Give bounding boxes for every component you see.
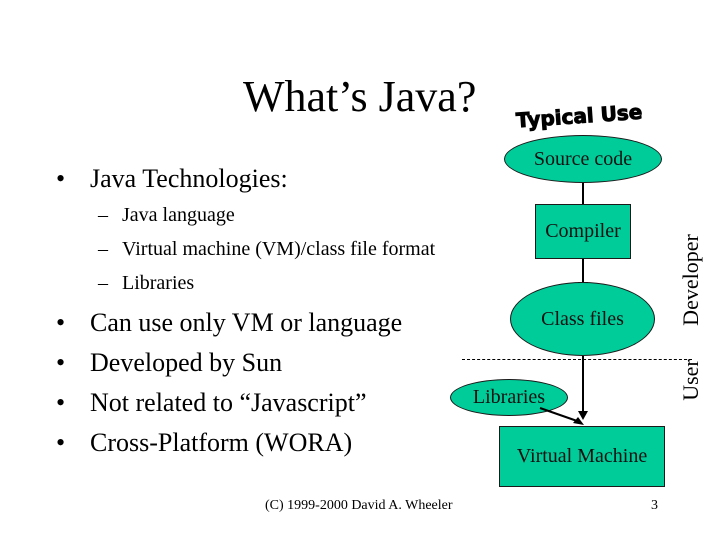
user-label: User bbox=[678, 359, 703, 401]
node-label: Compiler bbox=[545, 220, 621, 242]
bullet-java-technologies: • Java Technologies: bbox=[56, 164, 288, 194]
bullet-marker: • bbox=[56, 388, 66, 417]
bullet-not-javascript: • Not related to “Javascript” bbox=[56, 388, 367, 418]
class-files-node: Class files bbox=[510, 282, 655, 356]
developer-label: Developer bbox=[678, 234, 703, 326]
compiler-node: Compiler bbox=[535, 204, 631, 259]
sub-bullet-marker: – bbox=[98, 204, 108, 226]
sub-bullet-java-language: –Java language bbox=[98, 203, 235, 227]
sub-bullet-marker: – bbox=[98, 272, 108, 294]
bullet-text: Not related to “Javascript” bbox=[90, 388, 367, 417]
node-label: Source code bbox=[533, 147, 633, 170]
developer-user-divider bbox=[462, 359, 692, 360]
arrow-compiler-to-class-files bbox=[582, 259, 584, 283]
arrowhead-icon bbox=[578, 411, 588, 420]
arrow-class-files-to-vm bbox=[582, 356, 584, 418]
bullet-marker: • bbox=[56, 308, 66, 337]
arrow-source-to-compiler bbox=[582, 183, 584, 206]
node-label: Libraries bbox=[472, 386, 546, 408]
arrow-libraries-to-vm bbox=[539, 407, 584, 425]
sub-bullet-virtual-machine: –Virtual machine (VM)/class file format bbox=[98, 237, 435, 261]
sub-bullet-text: Virtual machine (VM)/class file format bbox=[122, 238, 436, 260]
bullet-text: Can use only VM or language bbox=[90, 308, 403, 337]
node-label: Virtual Machine bbox=[516, 445, 648, 467]
bullet-text: Cross-Platform (WORA) bbox=[90, 428, 353, 457]
sub-bullet-libraries: –Libraries bbox=[98, 271, 194, 295]
bullet-marker: • bbox=[56, 428, 66, 457]
bullet-text: Developed by Sun bbox=[90, 348, 283, 377]
bullet-text: Java Technologies: bbox=[90, 164, 288, 193]
bullet-marker: • bbox=[56, 348, 66, 377]
page-number: 3 bbox=[651, 498, 658, 513]
virtual-machine-node: Virtual Machine bbox=[499, 426, 665, 487]
node-label: Class files bbox=[541, 307, 624, 330]
bullet-cross-platform: • Cross-Platform (WORA) bbox=[56, 428, 352, 458]
sub-bullet-text: Libraries bbox=[122, 272, 195, 294]
bullet-marker: • bbox=[56, 164, 66, 193]
sub-bullet-text: Java language bbox=[122, 204, 235, 226]
footer-copyright: (C) 1999-2000 David A. Wheeler bbox=[265, 498, 453, 513]
source-code-node: Source code bbox=[504, 135, 662, 183]
slide-title: What’s Java? bbox=[243, 72, 477, 121]
libraries-node: Libraries bbox=[450, 379, 568, 416]
sub-bullet-marker: – bbox=[98, 238, 108, 260]
bullet-vm-or-language: • Can use only VM or language bbox=[56, 308, 402, 338]
bullet-developed-by-sun: • Developed by Sun bbox=[56, 348, 282, 378]
